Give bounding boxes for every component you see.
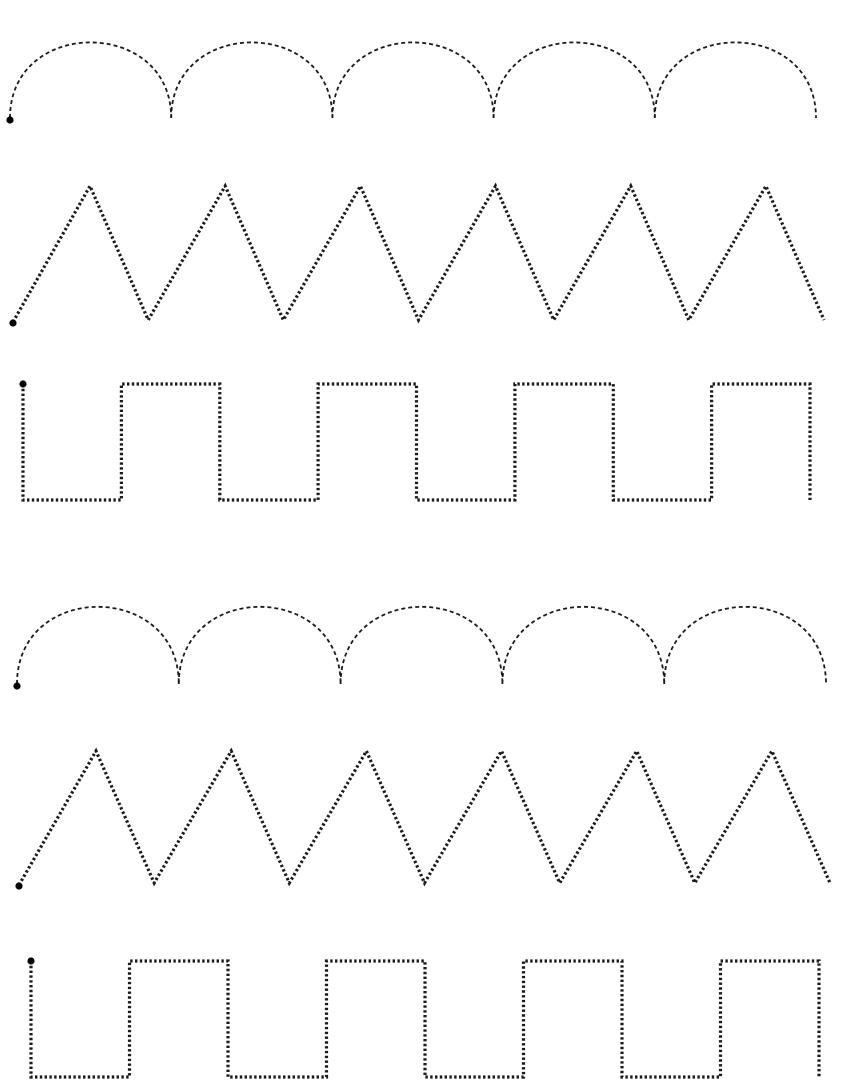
arch-segment [16,605,180,685]
arch-segment [492,41,656,119]
square-wave-line [21,382,812,502]
arch-segment [331,41,495,119]
arch-segment [339,605,504,685]
arch-segment [9,41,173,119]
tracing-row-4-arches [16,605,827,685]
zigzag-line [17,747,832,887]
tracing-row-2-zigzag [11,182,826,324]
start-dot-row-6 [27,957,35,965]
tracing-row-1-arches [9,41,817,119]
start-dot-row-2 [9,319,17,327]
zigzag-line [11,182,826,324]
arch-segment [177,605,342,685]
arch-segment [170,41,334,119]
tracing-row-5-zigzag [17,747,832,887]
tracing-row-6-square-wave [29,959,821,1079]
arch-segment [653,41,817,119]
arch-segment [501,605,666,685]
square-wave-line [29,959,821,1079]
start-dot-row-1 [6,116,14,124]
tracing-row-3-square-wave [21,382,812,502]
arch-segment [663,605,827,685]
start-dot-row-3 [19,380,27,388]
start-dot-row-4 [13,682,21,690]
start-dot-row-5 [15,882,23,890]
